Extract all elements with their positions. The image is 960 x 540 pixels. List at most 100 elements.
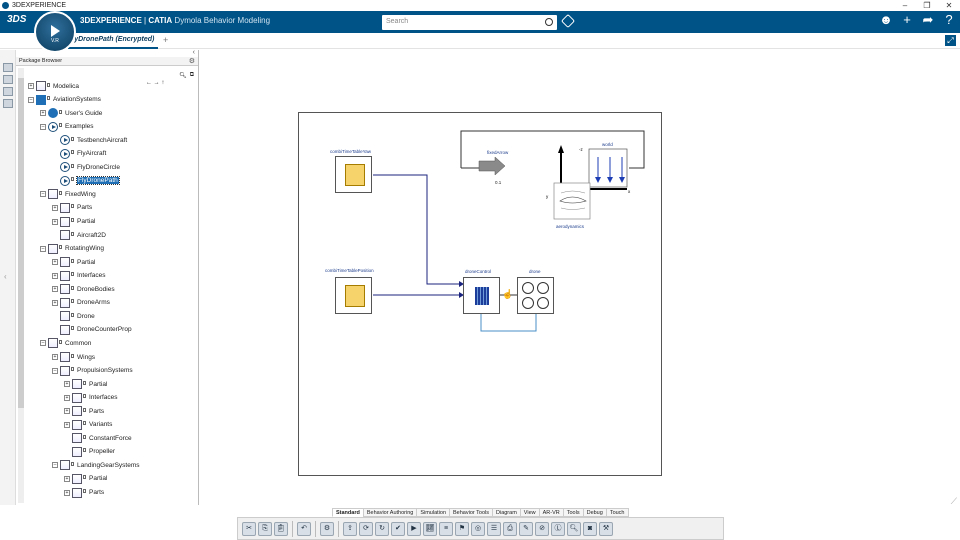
expand-toggle-icon[interactable]: + bbox=[64, 421, 70, 428]
collapse-toggle-icon[interactable]: – bbox=[40, 123, 46, 130]
refresh-icon[interactable]: ↻ bbox=[375, 521, 389, 536]
expand-toggle-icon[interactable]: + bbox=[52, 204, 58, 211]
tab-touch[interactable]: Touch bbox=[605, 508, 629, 517]
package-browser-icon[interactable] bbox=[3, 63, 13, 72]
collapse-toggle-icon[interactable]: – bbox=[52, 462, 58, 469]
camera-icon[interactable]: ◙ bbox=[583, 521, 597, 536]
variables-icon[interactable]: ≡ bbox=[439, 521, 453, 536]
model-view-icon[interactable] bbox=[3, 87, 13, 96]
tree-item[interactable]: +Variants bbox=[64, 419, 112, 431]
tree-item[interactable]: Drone bbox=[52, 310, 95, 322]
tree-item[interactable]: –PropulsionSystems bbox=[52, 365, 133, 377]
tree-item[interactable]: DroneCounterProp bbox=[52, 324, 132, 336]
drone-control-block[interactable] bbox=[463, 277, 500, 314]
restore-button[interactable]: ❐ bbox=[923, 1, 931, 10]
tree-item[interactable]: –Common bbox=[40, 337, 91, 349]
search-input[interactable]: Search bbox=[382, 15, 557, 30]
drone-block[interactable] bbox=[517, 277, 554, 314]
tree-item[interactable]: Propeller bbox=[64, 446, 115, 458]
tree-item[interactable]: +Partial bbox=[64, 378, 107, 390]
tree-item[interactable]: +Interfaces bbox=[52, 270, 106, 282]
scrollbar-thumb[interactable] bbox=[18, 78, 24, 408]
tab-ar-vr[interactable]: AR-VR bbox=[538, 508, 564, 517]
clear-icon[interactable]: ✎ bbox=[519, 521, 533, 536]
tab-tools[interactable]: Tools bbox=[562, 508, 584, 517]
tree-item[interactable]: –Examples bbox=[40, 121, 94, 133]
expand-toggle-icon[interactable]: + bbox=[52, 286, 58, 293]
position-table-block[interactable] bbox=[335, 277, 372, 314]
tree-item[interactable]: Aircraft2D bbox=[52, 229, 106, 241]
tree-nav-arrows[interactable]: ← → ↑ bbox=[146, 80, 165, 86]
paste-icon[interactable]: 📋︎ bbox=[274, 521, 288, 536]
animation-icon[interactable]: ◎ bbox=[471, 521, 485, 536]
tree-item[interactable]: +DroneArms bbox=[52, 297, 110, 309]
collapse-toggle-icon[interactable]: – bbox=[52, 367, 58, 374]
filter-icon[interactable]: ⧉ bbox=[189, 72, 194, 78]
expand-toggle-icon[interactable]: + bbox=[40, 110, 46, 117]
expand-toggle-icon[interactable]: + bbox=[64, 475, 70, 482]
expand-toggle-icon[interactable]: + bbox=[64, 489, 70, 496]
tree-item[interactable]: +Partial bbox=[52, 256, 95, 268]
settings-icon[interactable]: ⚙ bbox=[320, 521, 334, 536]
tree-item[interactable]: FlyDroneCircle bbox=[52, 161, 120, 173]
tree-item[interactable]: +Interfaces bbox=[64, 392, 118, 404]
tab-flydronepath[interactable]: FlyDronePath (Encrypted) bbox=[68, 36, 155, 43]
plus-icon[interactable]: + bbox=[903, 12, 911, 27]
collapse-toggle-icon[interactable]: – bbox=[28, 96, 34, 103]
tab-behavior-authoring[interactable]: Behavior Authoring bbox=[362, 508, 418, 517]
add-tab-button[interactable]: + bbox=[163, 35, 169, 45]
tree-item[interactable]: +DroneBodies bbox=[52, 283, 115, 295]
cut-icon[interactable]: ✂ bbox=[242, 521, 256, 536]
translate-icon[interactable]: ⟳ bbox=[359, 521, 373, 536]
expand-toggle-icon[interactable]: + bbox=[52, 218, 58, 225]
expand-toggle-icon[interactable]: + bbox=[52, 299, 58, 306]
tree-item[interactable]: +Wings bbox=[52, 351, 95, 363]
tab-view[interactable]: View bbox=[519, 508, 540, 517]
expand-toggle-icon[interactable]: + bbox=[52, 259, 58, 266]
gear-icon[interactable]: ⚙ bbox=[188, 58, 195, 65]
diagram-frame[interactable]: combiTimeTableYaw combiTimeTablePosition… bbox=[298, 112, 662, 476]
stop-icon[interactable]: ⊘ bbox=[535, 521, 549, 536]
copy-icon[interactable]: ⎘ bbox=[258, 521, 272, 536]
simulate-icon[interactable]: ▶ bbox=[407, 521, 421, 536]
tree-item[interactable]: +Parts bbox=[64, 405, 104, 417]
search-icon[interactable] bbox=[545, 18, 553, 26]
tree-item[interactable]: TestbenchAircraft bbox=[52, 134, 127, 146]
tree-item[interactable]: ConstantForce bbox=[64, 432, 132, 444]
tree-item[interactable]: +Parts bbox=[64, 487, 104, 499]
expand-toggle-icon[interactable]: + bbox=[52, 354, 58, 360]
check-icon[interactable]: ✔ bbox=[391, 521, 405, 536]
minimize-button[interactable]: – bbox=[902, 1, 908, 10]
component-browser-icon[interactable] bbox=[3, 75, 13, 84]
script-icon[interactable]: ⎙ bbox=[503, 521, 517, 536]
tree-item[interactable]: +Partial bbox=[64, 473, 107, 485]
help-icon[interactable]: ? bbox=[945, 12, 953, 27]
yaw-table-block[interactable] bbox=[335, 156, 372, 193]
tree-item[interactable]: FlyDronePath bbox=[52, 175, 120, 187]
expand-toggle-icon[interactable]: + bbox=[64, 381, 70, 388]
tree-item[interactable]: FlyAircraft bbox=[52, 148, 106, 160]
tree-item[interactable]: –AviationSystems bbox=[28, 94, 101, 106]
tree-item[interactable]: +Parts bbox=[52, 202, 92, 214]
close-button[interactable]: ✕ bbox=[945, 1, 953, 10]
tab-behavior-tools[interactable]: Behavior Tools bbox=[449, 508, 493, 517]
plot-icon[interactable]: 📈︎ bbox=[423, 521, 437, 536]
tree-item[interactable]: –RotatingWing bbox=[40, 243, 104, 255]
log-icon[interactable]: ☰ bbox=[487, 521, 501, 536]
tab-simulation[interactable]: Simulation bbox=[416, 508, 451, 517]
expand-toggle-icon[interactable]: + bbox=[64, 408, 70, 415]
collapse-panel-icon[interactable]: ‹ bbox=[4, 272, 7, 281]
compass-button[interactable]: V.R bbox=[34, 11, 76, 53]
panel-collapse-icon[interactable]: ‹ bbox=[192, 49, 195, 56]
zoom-icon[interactable]: 🔍︎ bbox=[567, 521, 581, 536]
collapse-toggle-icon[interactable]: – bbox=[40, 340, 46, 347]
flag-icon[interactable]: ⚑ bbox=[455, 521, 469, 536]
tools-icon[interactable]: ⚒ bbox=[599, 521, 613, 536]
collapse-toggle-icon[interactable]: – bbox=[40, 245, 46, 252]
expand-toggle-icon[interactable]: + bbox=[52, 272, 58, 279]
log-icon[interactable] bbox=[3, 99, 13, 108]
linearize-icon[interactable]: Ⓛ bbox=[551, 521, 565, 536]
share-icon[interactable]: ➦ bbox=[922, 12, 934, 27]
tree-item[interactable]: –FixedWing bbox=[40, 188, 96, 200]
undo-icon[interactable]: ↶ bbox=[297, 521, 311, 536]
